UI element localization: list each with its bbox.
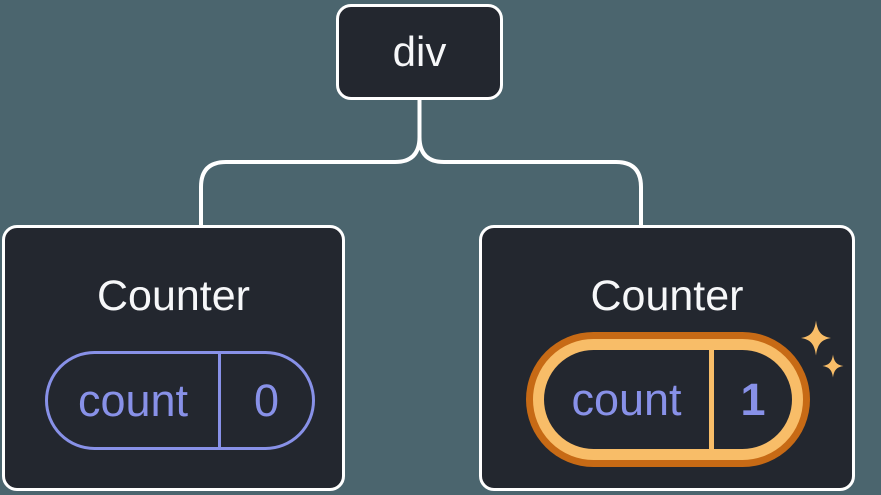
state-value: 0 bbox=[253, 374, 280, 426]
component-name: Counter bbox=[590, 272, 744, 320]
counter-node: Counter count 0 bbox=[2, 225, 345, 491]
state-key: count bbox=[48, 354, 221, 447]
node-label: div bbox=[392, 28, 447, 75]
state-pill-highlighted: count 1 bbox=[533, 339, 803, 460]
component-name: Counter bbox=[97, 272, 250, 320]
tree-node-div: div bbox=[336, 4, 503, 100]
state-pill: count 0 bbox=[45, 351, 315, 450]
counter-node-highlighted: Counter count 1 bbox=[479, 225, 855, 491]
state-value: 1 bbox=[740, 373, 766, 425]
state-key: count bbox=[544, 350, 714, 449]
